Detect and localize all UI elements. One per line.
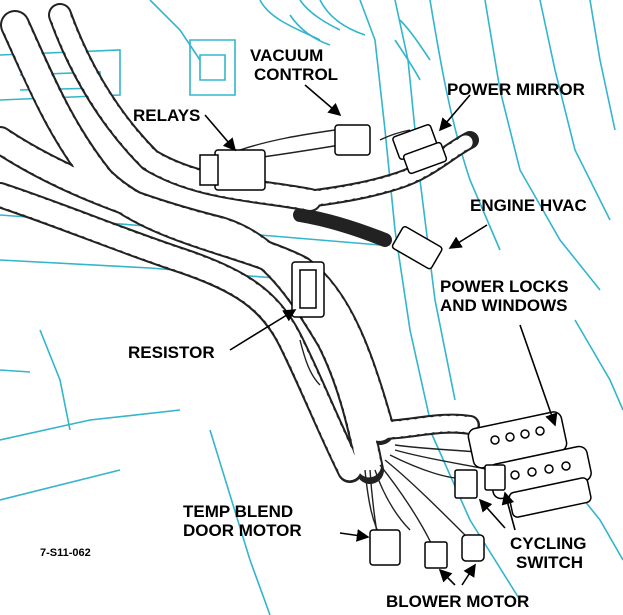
label-cycling-switch: CYCLING SWITCH <box>510 534 587 572</box>
figure-id: 7-S11-062 <box>40 547 91 559</box>
engine-hvac-connector <box>391 225 443 270</box>
blower-motor-connector <box>424 541 448 569</box>
label-resistor: RESISTOR <box>128 343 215 362</box>
cycling-switch-connector <box>454 469 478 499</box>
label-power-locks-windows: POWER LOCKS AND WINDOWS <box>440 277 569 315</box>
label-blower-motor: BLOWER MOTOR <box>386 592 530 611</box>
relay-connector <box>214 149 266 191</box>
leader-lines <box>204 84 558 586</box>
label-temp-blend-door-motor: TEMP BLEND DOOR MOTOR <box>183 502 302 540</box>
vacuum-control-connector <box>334 124 371 156</box>
label-relays: RELAYS <box>133 106 201 125</box>
harness-bundles <box>0 3 480 484</box>
temp-blend-connector <box>369 529 401 566</box>
power-locks-connectors <box>467 411 592 518</box>
connectors <box>199 123 592 569</box>
label-engine-hvac: ENGINE HVAC <box>470 196 587 215</box>
label-power-mirror: POWER MIRROR <box>447 80 585 99</box>
label-vacuum-control: VACUUM CONTROL <box>250 46 339 84</box>
